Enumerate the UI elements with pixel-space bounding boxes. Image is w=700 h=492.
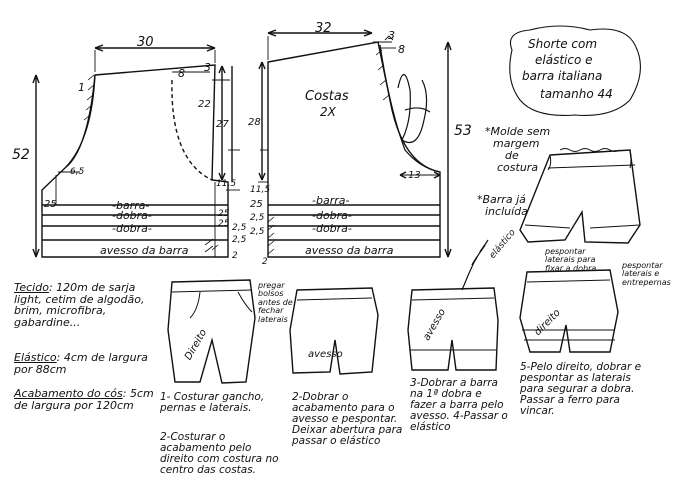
front-barra: -barra- — [112, 199, 150, 212]
step-5-text: 5-Pelo direito, dobrar e pespontar as la… — [520, 361, 642, 418]
title-line-4: tamanho 44 — [540, 87, 613, 101]
front-top-width: 30 — [137, 35, 154, 50]
materials-acabamento: Acabamento do cós: 5cm de largura por 12… — [14, 387, 154, 412]
step-3-4-text: 3-Dobrar a barra na 1ª dobra e fazer a b… — [410, 377, 508, 434]
back-dim-2-5b: 2,5 — [250, 227, 265, 237]
front-dim-25-r2: 25 — [218, 219, 230, 229]
step1-pregar-note: pregar bolsos antes de fechar laterais — [258, 281, 293, 324]
step5-pespontar-note-2: pespontar laterais e entrepernas — [622, 261, 671, 287]
back-dim-8: 8 — [398, 43, 405, 56]
back-dim-28: 28 — [248, 117, 261, 128]
back-dim-11-5: 11,5 — [250, 185, 271, 195]
back-top-width: 32 — [315, 21, 332, 36]
note-barra-1: *Barra já — [477, 193, 526, 206]
front-dim-2: 2 — [232, 251, 238, 261]
note-barra-2: incluída — [485, 205, 528, 218]
back-title-2x: 2X — [320, 105, 336, 119]
back-dim-13: 13 — [408, 170, 421, 181]
front-avesso: avesso da barra — [100, 244, 189, 257]
front-dim-27: 27 — [216, 119, 229, 130]
materials-tecido: Tecido: 120m de sarja light, cetim de al… — [14, 281, 145, 329]
back-dim-53: 53 — [454, 123, 472, 139]
note-molde-4: costura — [497, 161, 539, 174]
note-molde-3: de — [505, 149, 519, 162]
back-dim-25: 25 — [250, 199, 263, 210]
back-dobra-2: -dobra- — [312, 222, 352, 235]
step-2-text: 2-Costurar o acabamento pelo direito com… — [160, 431, 279, 477]
step5-shorts — [519, 269, 619, 353]
materials-elastico: Elástico: 4cm de largura por 88cm — [14, 351, 148, 376]
title-line-3: barra italiana — [522, 69, 603, 83]
title-line-1: Shorte com — [528, 37, 598, 51]
front-crotch-curve — [64, 74, 96, 169]
front-dim-2-5b: 2,5 — [232, 235, 247, 245]
step5-pespontar-note: pespontar laterais para fixar a dobra — [545, 247, 597, 273]
front-dim-52: 52 — [12, 147, 30, 163]
front-dim-2-5a: 2,5 — [232, 223, 247, 233]
back-avesso: avesso da barra — [305, 244, 394, 257]
step2-shorts — [289, 287, 379, 375]
back-dim-3: 3 — [388, 29, 395, 42]
back-barra: -barra- — [312, 194, 350, 207]
back-dim-2: 2 — [262, 257, 268, 267]
front-dim-6-5: 6,5 — [70, 167, 85, 177]
back-piece-outline — [267, 41, 441, 258]
step-2b-text: 2-Dobrar o acabamento para o avesso e pe… — [292, 391, 403, 448]
signature — [397, 73, 431, 144]
step2-avesso: avesso — [308, 349, 343, 360]
front-dim-1: 1 — [78, 81, 85, 94]
step3-shorts — [407, 287, 499, 371]
front-dim-3: 3 — [204, 61, 211, 74]
note-molde-1: *Molde sem — [485, 125, 551, 138]
front-dim-22: 22 — [198, 99, 211, 110]
step1-shorts — [167, 279, 256, 384]
finished-shorts — [519, 149, 641, 244]
front-dim-8: 8 — [178, 67, 185, 80]
front-dobra-2: -dobra- — [112, 222, 152, 235]
front-dim-25-left: 25 — [44, 199, 57, 210]
front-dim-11-5: 11,5 — [216, 179, 237, 189]
front-dim-25-r1: 25 — [218, 209, 230, 219]
back-dim-2-5a: 2,5 — [250, 213, 265, 223]
step-1-text: 1- Costurar gancho, pernas e laterais. — [160, 391, 265, 415]
front-dobra-1: -dobra- — [112, 209, 152, 222]
back-title-costas: Costas — [305, 89, 349, 104]
front-pocket-line — [171, 79, 213, 181]
title-line-2: elástico e — [535, 53, 593, 67]
front-piece-outline — [41, 64, 229, 258]
back-dobra-1: -dobra- — [312, 209, 352, 222]
note-molde-2: margem — [493, 137, 540, 150]
title-cloud — [509, 25, 641, 116]
